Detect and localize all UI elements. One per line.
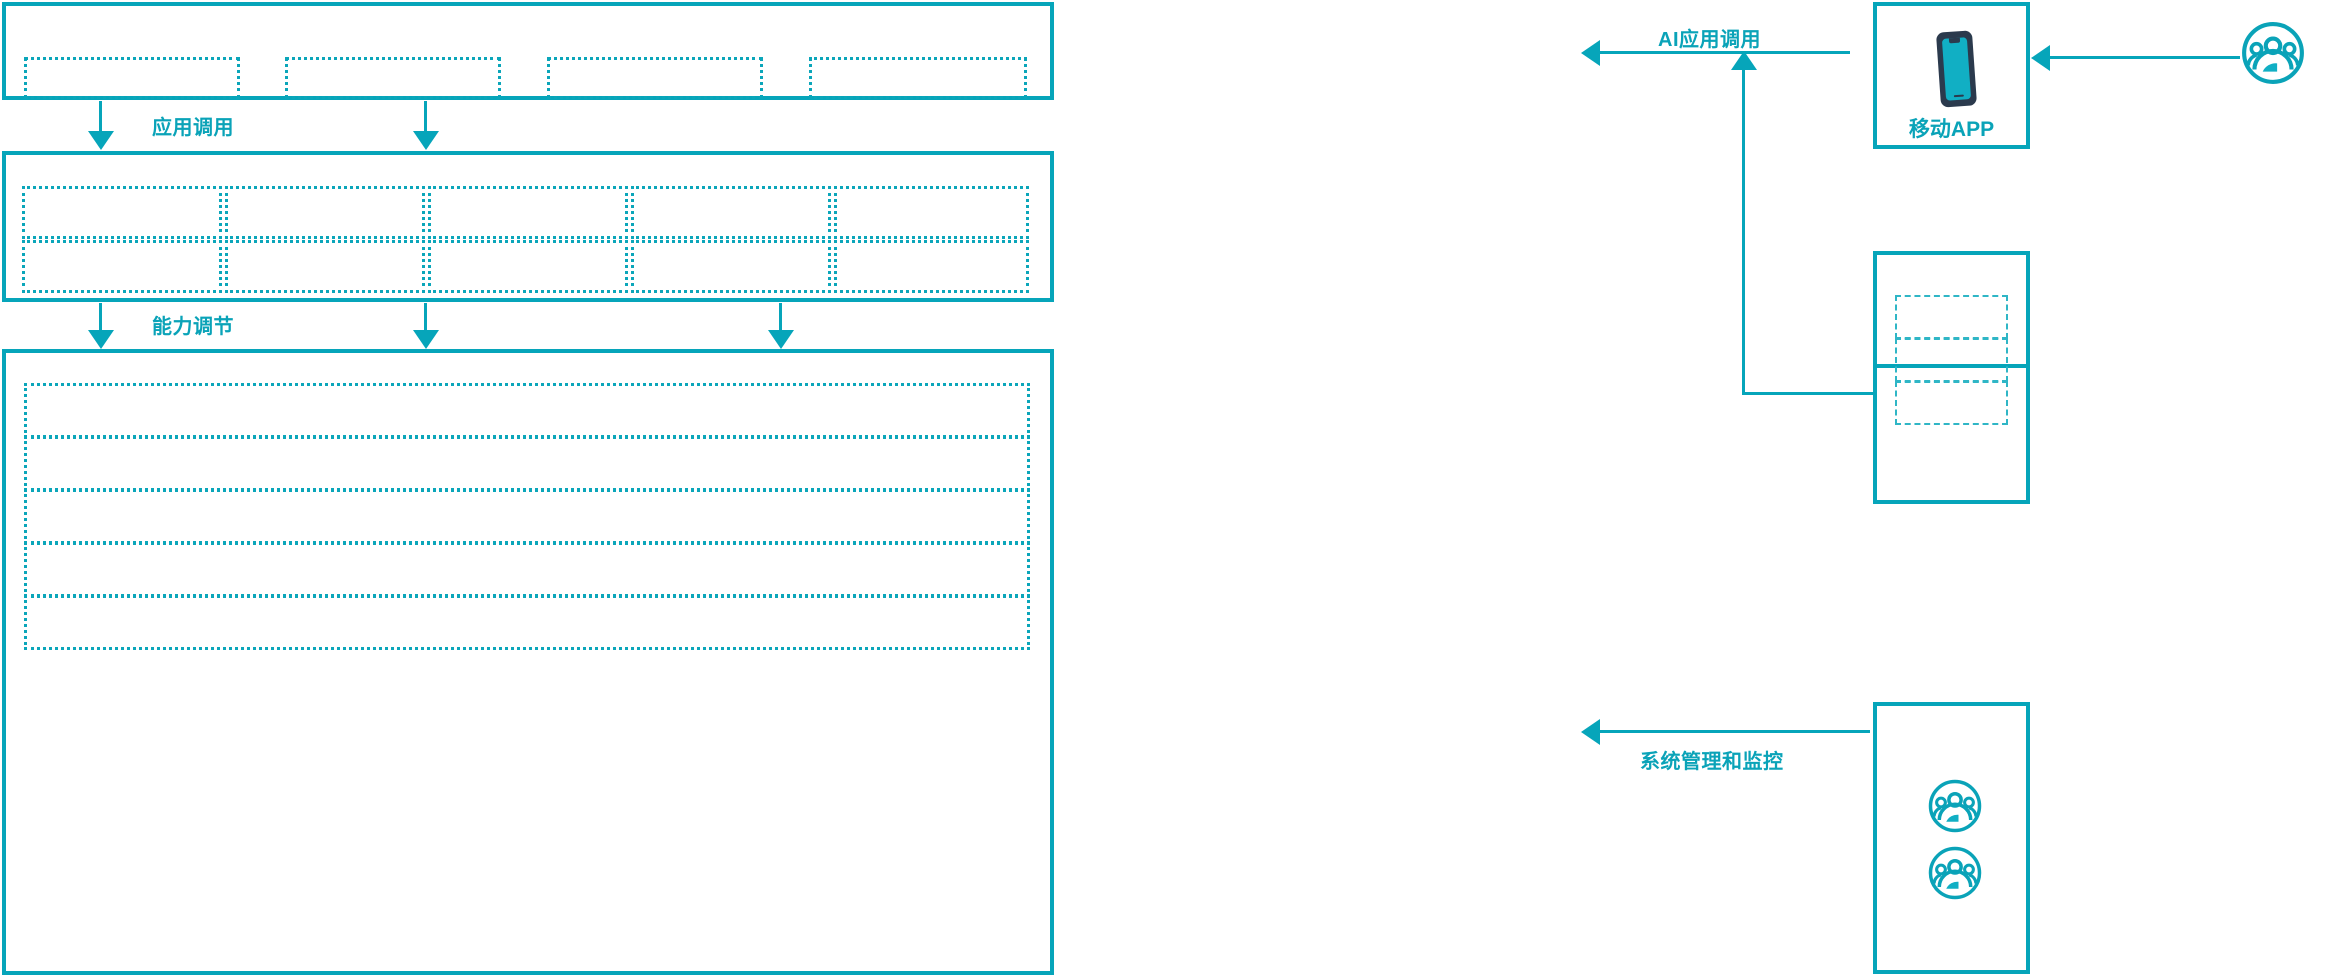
app-call-connector-right [424, 101, 427, 143]
platform-block[interactable] [24, 489, 1030, 544]
capability-block[interactable] [428, 240, 628, 293]
capability-block[interactable] [631, 186, 831, 239]
capability-layer-panel [2, 151, 1054, 302]
admin-node-panel[interactable] [1873, 702, 2030, 974]
app-call-arrowhead-right [413, 131, 439, 150]
ai-app-call-riser-arrowhead [1731, 51, 1757, 70]
capability-block[interactable] [22, 186, 222, 239]
app-call-label: 应用调用 [152, 117, 234, 139]
smartphone-icon [1936, 30, 1977, 108]
capability-block[interactable] [225, 186, 425, 239]
capability-block[interactable] [428, 186, 628, 239]
mobile-app-caption: 移动APP [1908, 118, 1995, 141]
user-group-icon [2242, 22, 2304, 84]
ai-app-call-riser-elbow [1742, 392, 1874, 395]
app-call-arrowhead-left [88, 131, 114, 150]
platform-block[interactable] [24, 595, 1030, 650]
platform-block[interactable] [24, 383, 1030, 438]
platform-layer-panel [2, 349, 1054, 975]
capability-block[interactable] [631, 240, 831, 293]
application-block[interactable] [547, 57, 763, 99]
application-layer-panel [2, 2, 1054, 100]
capability-block[interactable] [834, 240, 1029, 293]
capability-block[interactable] [834, 186, 1029, 239]
ai-app-call-line [1600, 51, 1850, 54]
list-node-frame [1873, 251, 2030, 504]
capability-block[interactable] [22, 240, 222, 293]
platform-block[interactable] [24, 436, 1030, 491]
capability-adjust-arrowhead-2 [413, 330, 439, 349]
capability-adjust-label: 能力调节 [152, 316, 234, 338]
system-manage-label: 系统管理和监控 [1640, 751, 1784, 773]
ai-app-call-riser [1742, 68, 1745, 395]
list-node-block[interactable] [1895, 381, 2008, 425]
ai-app-call-label: AI应用调用 [1658, 29, 1761, 51]
user-group-icon [1928, 779, 1982, 833]
app-call-connector-left [99, 101, 102, 143]
end-user-arrowhead [2031, 45, 2050, 71]
capability-adjust-connector-1 [99, 303, 102, 345]
system-manage-arrowhead [1581, 719, 1600, 745]
capability-adjust-arrowhead-1 [88, 330, 114, 349]
user-group-icon [1928, 846, 1982, 900]
end-user-line [2050, 56, 2240, 59]
ai-app-call-arrowhead [1581, 40, 1600, 66]
application-block[interactable] [809, 57, 1027, 99]
capability-adjust-connector-2 [424, 303, 427, 345]
capability-adjust-connector-3 [779, 303, 782, 345]
capability-adjust-arrowhead-3 [768, 330, 794, 349]
platform-block[interactable] [24, 542, 1030, 597]
application-block[interactable] [24, 57, 240, 99]
system-manage-line [1600, 730, 1870, 733]
capability-block[interactable] [225, 240, 425, 293]
mobile-app-node[interactable]: 移动APP [1873, 2, 2030, 149]
application-block[interactable] [285, 57, 501, 99]
